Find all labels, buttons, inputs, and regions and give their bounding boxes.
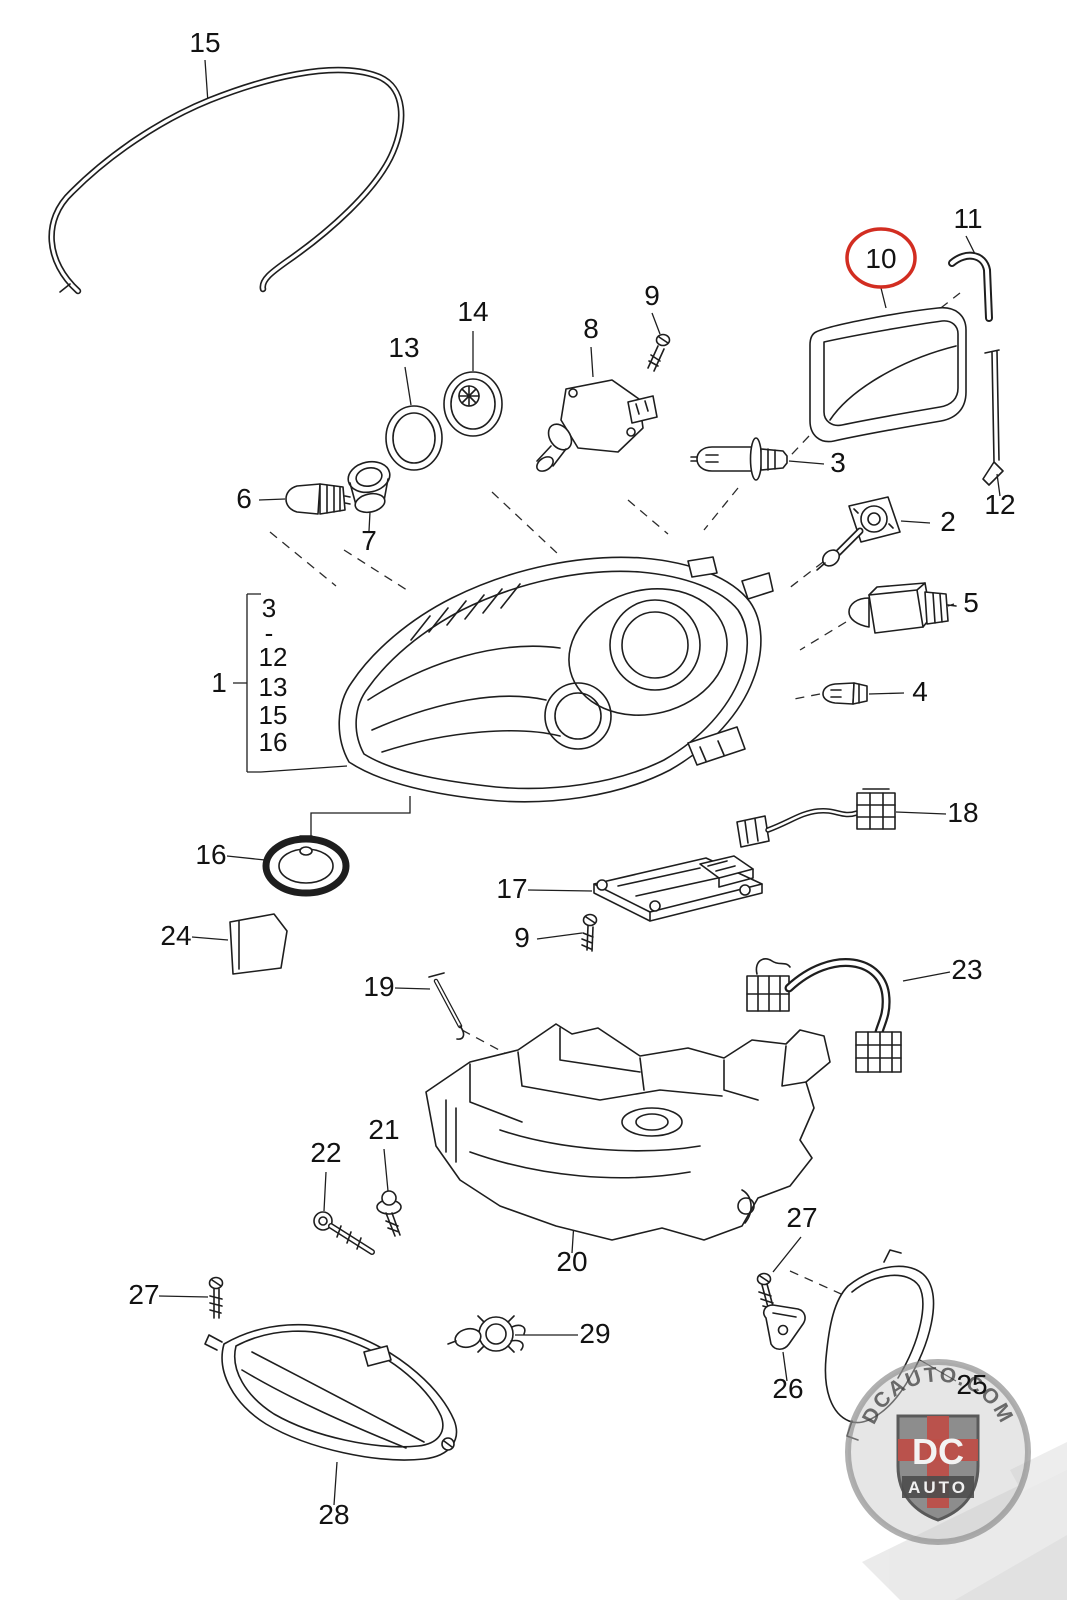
watermark-brand-text: DC — [912, 1431, 964, 1472]
part-label-3-14: 3 — [262, 593, 276, 623]
part-9-screw-top — [647, 333, 671, 372]
part-label-17-23: 17 — [496, 873, 527, 904]
part-label-21-28: 21 — [368, 1114, 399, 1145]
part-label---15: - — [265, 618, 274, 648]
part-18-wiring-harness — [736, 788, 896, 848]
part-label-2-9: 2 — [940, 506, 956, 537]
part-22-long-bolt — [313, 1211, 375, 1255]
red-highlight-circle-part-10 — [845, 227, 917, 289]
part-label-28-36: 28 — [318, 1499, 349, 1530]
part-label-15-0: 15 — [189, 27, 220, 58]
part-label-23-26: 23 — [951, 954, 982, 985]
watermark-dcauto-logo: DCAUTO.COM DC AUTO — [845, 1359, 1031, 1545]
part-label-8-6: 8 — [583, 313, 599, 344]
part-12-retaining-bracket — [982, 349, 1004, 486]
part-label-16-22: 16 — [195, 839, 226, 870]
part-label-27-30: 27 — [786, 1202, 817, 1233]
part-8-bulb-socket — [536, 379, 658, 472]
part-3-halogen-bulb — [690, 437, 788, 481]
part-label-15-18: 15 — [259, 700, 288, 730]
part-label-10-2: 10 — [865, 243, 896, 274]
part-14-round-cap — [443, 371, 503, 437]
part-26-clip — [763, 1304, 806, 1351]
part-label-4-20: 4 — [912, 676, 928, 707]
part-19-retaining-pin — [428, 972, 465, 1040]
part-17-control-unit — [593, 855, 763, 922]
part-label-6-8: 6 — [236, 483, 252, 514]
part-23-connector-cable — [746, 958, 902, 1073]
part-label-25-35: 25 — [956, 1369, 987, 1400]
part-10-lens-cover — [809, 306, 967, 443]
part-24-wedge-pad — [229, 913, 288, 975]
part-2-xenon-bulb — [816, 496, 901, 571]
part-13-sealing-ring — [385, 405, 443, 471]
part-label-22-29: 22 — [310, 1137, 341, 1168]
assembly-dashed-lines — [269, 292, 961, 1299]
part-label-18-21: 18 — [947, 797, 978, 828]
part-16-rubber-grommet — [262, 835, 350, 897]
part-label-20-31: 20 — [556, 1246, 587, 1277]
part-7-bulb-holder — [347, 460, 391, 514]
part-label-16-19: 16 — [259, 727, 288, 757]
part-label-13-17: 13 — [259, 672, 288, 702]
part-27-screw-right — [756, 1272, 775, 1312]
watermark-sub-text: AUTO — [908, 1478, 968, 1497]
part-4-wedge-bulb — [822, 682, 868, 705]
part-label-24-24: 24 — [160, 920, 191, 951]
part-label-9-3: 9 — [644, 280, 660, 311]
part-label-12-10: 12 — [984, 489, 1015, 520]
part-label-5-12: 5 — [963, 587, 979, 618]
watermark-banner — [902, 1476, 974, 1498]
part-label-14-4: 14 — [457, 296, 488, 327]
part-label-19-27: 19 — [363, 971, 394, 1002]
part-29-fog-bulb — [447, 1315, 526, 1353]
part-1-headlight-assembly — [338, 556, 774, 803]
part-5-shrouded-bulb — [848, 582, 957, 634]
part-28-fog-lamp — [204, 1323, 458, 1461]
part-21-screw-washer — [376, 1190, 402, 1237]
part-label-26-34: 26 — [772, 1373, 803, 1404]
part-label-13-5: 13 — [388, 332, 419, 363]
part-label-1-13: 1 — [211, 667, 227, 698]
part-11-vent-hose — [948, 251, 993, 322]
part-9-screw-lower — [581, 913, 598, 952]
part-27-screw-left — [208, 1276, 224, 1319]
part-label-3-7: 3 — [830, 447, 846, 478]
watermark-cross-horizontal — [898, 1439, 978, 1461]
part-label-11-1: 11 — [953, 203, 982, 234]
part-20-carrier-bracket — [425, 1023, 831, 1241]
part-label-12-16: 12 — [259, 642, 288, 672]
part-label-9-25: 9 — [514, 922, 530, 953]
part-label-27-32: 27 — [128, 1279, 159, 1310]
part-6-small-bulb — [285, 483, 351, 515]
part-label-29-33: 29 — [579, 1318, 610, 1349]
part-label-7-11: 7 — [361, 525, 377, 556]
part-15-seal-strip — [48, 66, 405, 295]
